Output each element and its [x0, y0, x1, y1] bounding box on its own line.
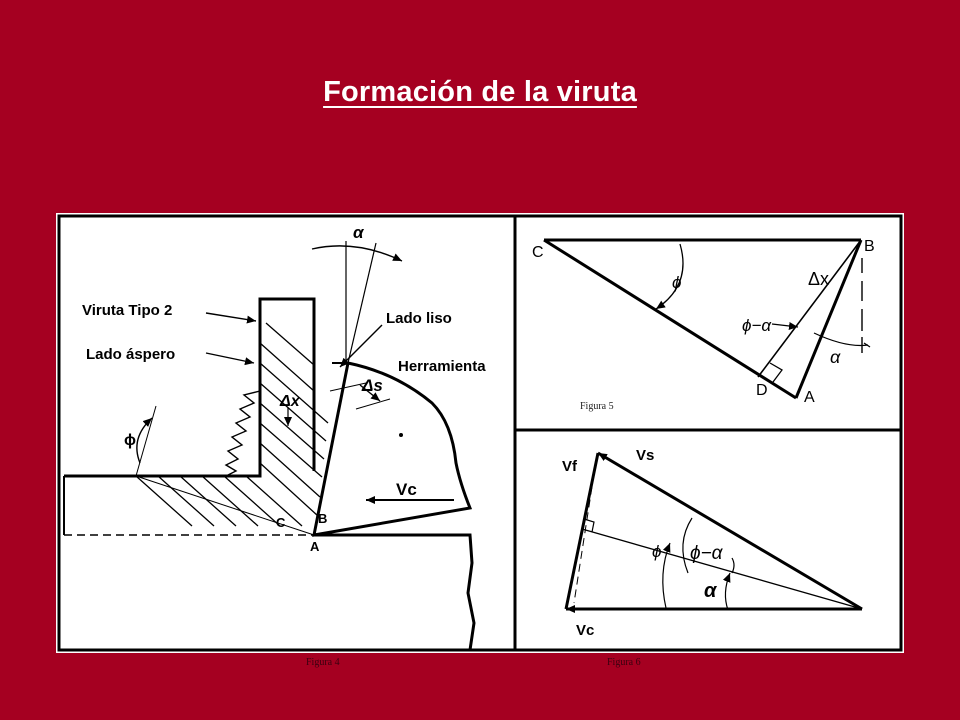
fig6-vf-label: Vf: [562, 458, 578, 475]
figure-frame: [57, 214, 903, 652]
point-a-label: A: [310, 539, 320, 554]
fig6-dashed-line: [573, 460, 597, 604]
shear-hatching: [135, 322, 329, 527]
fig5-phi-label: ϕ: [672, 273, 681, 292]
figure-6-caption: Figura 6: [607, 657, 641, 668]
workpiece-remaining: [314, 533, 476, 651]
fig5-alpha-tick: [863, 342, 871, 348]
chip-outline: [64, 297, 316, 478]
figure-5-caption: Figura 5: [580, 401, 614, 412]
fig4-alpha-label: α: [353, 223, 365, 242]
fig6-vs-label: Vs: [636, 447, 654, 464]
delta-s-ext-2: [355, 398, 391, 410]
fig5-alpha-arc: [813, 332, 869, 347]
tool-center-dot: [399, 433, 403, 437]
lado-aspero-leader: [205, 352, 255, 366]
fig4-phi-label: ϕ: [124, 432, 136, 449]
point-c-label: C: [276, 515, 286, 530]
fig6-left-edge: [564, 452, 600, 610]
shear-plane-line: [135, 475, 315, 536]
figure-5: C B D A ϕ ϕ−α Δx α: [532, 238, 875, 406]
slide-title: Formación de la viruta: [0, 76, 960, 109]
rake-face-line: [347, 242, 377, 364]
delta-s-ext-1: [329, 382, 367, 392]
fig6-alpha-arc: [722, 572, 731, 611]
figures-svg: α Viruta Tipo 2 Lado liso Lado áspero He…: [57, 214, 903, 652]
fig5-c-label: C: [532, 244, 544, 261]
fig6-right-angle: [583, 518, 595, 533]
tool-body: [312, 361, 473, 537]
rough-side-serration: [224, 390, 261, 477]
fig5-phi-alpha-arrow: [771, 321, 799, 330]
fig6-phi-label: ϕ: [652, 542, 661, 561]
lado-liso-label: Lado liso: [386, 310, 452, 327]
slide-title-text: Formación de la viruta: [323, 76, 637, 108]
phi-arc: [136, 417, 153, 464]
point-b-label: B: [318, 511, 327, 526]
fig6-shear-line: [581, 528, 863, 610]
phi-reference-line: [135, 405, 157, 477]
fig5-right-angle: [769, 362, 783, 383]
fig5-alpha-label: α: [830, 347, 841, 367]
fig5-hypotenuse: [543, 238, 797, 400]
delta-x-label: Δx: [279, 393, 301, 410]
fig4-vc-label: Vc: [396, 480, 417, 499]
fig5-phi-arc: [655, 243, 684, 310]
fig5-d-label: D: [756, 382, 768, 399]
alpha-arc: [311, 245, 403, 262]
fig5-phi-alpha-label: ϕ−α: [742, 316, 772, 335]
fig5-delta-x-label: Δx: [808, 269, 829, 289]
fig5-b-label: B: [864, 238, 875, 255]
figure-panel: α Viruta Tipo 2 Lado liso Lado áspero He…: [56, 213, 904, 653]
fig5-ba-edge: [794, 239, 863, 399]
figure-4-caption: Figura 4: [306, 657, 340, 668]
herramienta-label: Herramienta: [398, 358, 486, 375]
fig6-vf-vector: [597, 451, 863, 611]
fig6-alpha-label: α: [704, 580, 718, 602]
fig6-phi-arc: [662, 542, 671, 609]
delta-s-label: Δs: [361, 376, 383, 395]
fig6-phi-alpha-label: ϕ−α: [690, 543, 724, 564]
fig6-alpha-arc-upper: [731, 557, 735, 574]
fig6-phi-alpha-arc: [682, 517, 693, 574]
figure-6: Vf Vs Vc ϕ ϕ−α α: [562, 447, 863, 639]
lado-aspero-label: Lado áspero: [86, 346, 175, 363]
viruta-tipo-label: Viruta Tipo 2: [82, 302, 172, 319]
figure-4: α Viruta Tipo 2 Lado liso Lado áspero He…: [63, 223, 486, 651]
fig5-a-label: A: [804, 389, 815, 406]
viruta-leader: [205, 312, 257, 324]
delta-s-arrow: [359, 384, 381, 402]
lado-liso-leader: [339, 324, 383, 368]
fig6-vc-label: Vc: [576, 622, 594, 639]
fig5-bd-edge: [757, 239, 862, 378]
